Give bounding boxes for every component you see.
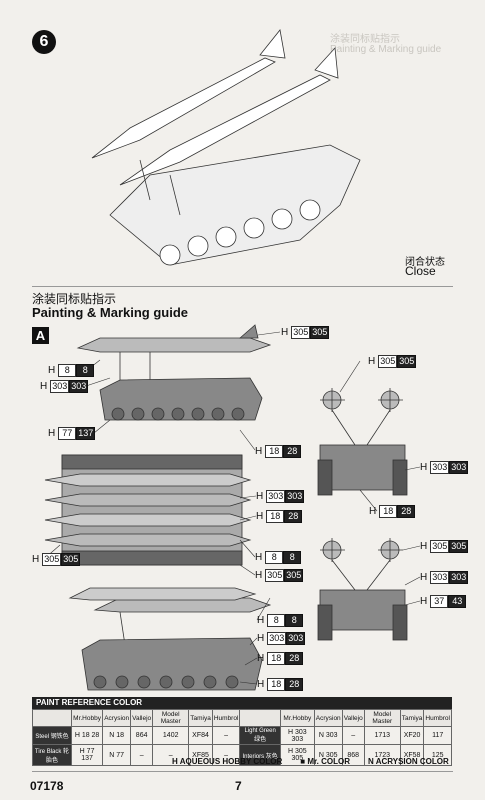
legend-item: N ACRYSION COLOR <box>368 757 449 766</box>
header-cell: Mr.Hobby <box>279 709 315 727</box>
close-state-label-cn: 闭合状态 <box>405 257 445 268</box>
table-cell: N 18 <box>102 726 132 745</box>
kit-number: 07178 <box>30 779 64 793</box>
top-view-vehicle <box>44 454 252 566</box>
rear-view-vehicle <box>317 388 408 496</box>
front-view-vehicle <box>317 538 408 641</box>
header-cell: Tamiya <box>188 709 213 727</box>
table-cell: H 77 137 <box>70 744 104 766</box>
side-view-vehicle <box>76 324 272 421</box>
header-cell: Model Master <box>152 709 190 727</box>
table-cell: XF84 <box>188 726 213 745</box>
page-number: 7 <box>235 779 242 793</box>
table-cell: 1402 <box>152 726 190 745</box>
paint-reference-table: PAINT REFERENCE COLOR Mr.Hobby Acrysion … <box>32 697 452 766</box>
side-view-vehicle-2 <box>68 587 272 691</box>
close-state-label-en: Close <box>405 264 436 278</box>
scheme-letter-badge: A <box>32 327 49 344</box>
paint-table-header-row: Mr.Hobby Acrysion Vallejo Model Master T… <box>32 709 452 727</box>
bleed-through-cn: 涂装同标贴指示 <box>330 34 400 45</box>
table-cell: 864 <box>130 726 154 745</box>
table-cell: N 77 <box>102 744 132 766</box>
header-cell: Acrysion <box>102 709 132 727</box>
header-cell <box>239 709 281 727</box>
step6-road-wheels <box>159 199 321 266</box>
table-cell: H 303 303 <box>279 726 315 745</box>
header-cell <box>32 709 72 727</box>
paint-brand-legend: H AQUEOUS HOBBY COLOR ■ Mr. COLOR N ACRY… <box>172 757 449 766</box>
step-number-badge: 6 <box>32 30 56 54</box>
leader-lines <box>43 331 421 685</box>
paint-table-title: PAINT REFERENCE COLOR <box>32 697 452 709</box>
step6-missile-bottom <box>119 47 339 186</box>
table-cell: XF20 <box>399 726 425 745</box>
table-cell: N 303 <box>313 726 343 745</box>
table-cell: 1713 <box>363 726 401 745</box>
step6-vehicle-drawing <box>91 29 361 266</box>
header-cell: Vallejo <box>130 709 154 727</box>
legend-item: H AQUEOUS HOBBY COLOR <box>172 757 283 766</box>
table-cell: 117 <box>423 726 452 745</box>
legend-item: ■ Mr. COLOR <box>300 757 350 766</box>
table-cell: – <box>152 744 190 766</box>
header-cell: Tamiya <box>399 709 425 727</box>
section-divider <box>32 286 453 287</box>
header-cell: Model Master <box>363 709 401 727</box>
table-cell: – <box>341 726 365 745</box>
header-cell: Humbrol <box>211 709 241 727</box>
header-cell: Acrysion <box>313 709 343 727</box>
bleed-through-en: Painting & Marking guide <box>330 44 442 55</box>
table-row: Tire Black 轮胎色 H 77 137 N 77 – – XF85 – … <box>32 744 452 766</box>
table-row: Steel 钢铁色 H 18 28 N 18 864 1402 XF84 – L… <box>32 726 452 745</box>
footer-divider <box>32 771 453 772</box>
section-title-en: Painting & Marking guide <box>32 305 189 320</box>
header-cell: Humbrol <box>423 709 452 727</box>
color-name-cell: Light Green 绿色 <box>239 726 281 745</box>
color-name-cell: Tire Black 轮胎色 <box>32 744 72 766</box>
table-cell: – <box>130 744 154 766</box>
header-cell: Vallejo <box>341 709 365 727</box>
table-cell: 125 <box>423 744 452 766</box>
color-name-cell: Steel 钢铁色 <box>32 726 72 745</box>
table-cell: N 305 <box>313 744 343 766</box>
header-cell: Mr.Hobby <box>70 709 104 727</box>
table-cell: – <box>211 726 241 745</box>
section-title-cn: 涂装同标贴指示 <box>32 292 117 306</box>
table-cell: 1723 <box>363 744 401 766</box>
step6-missile-top <box>91 29 286 159</box>
table-cell: H 18 28 <box>70 726 104 745</box>
